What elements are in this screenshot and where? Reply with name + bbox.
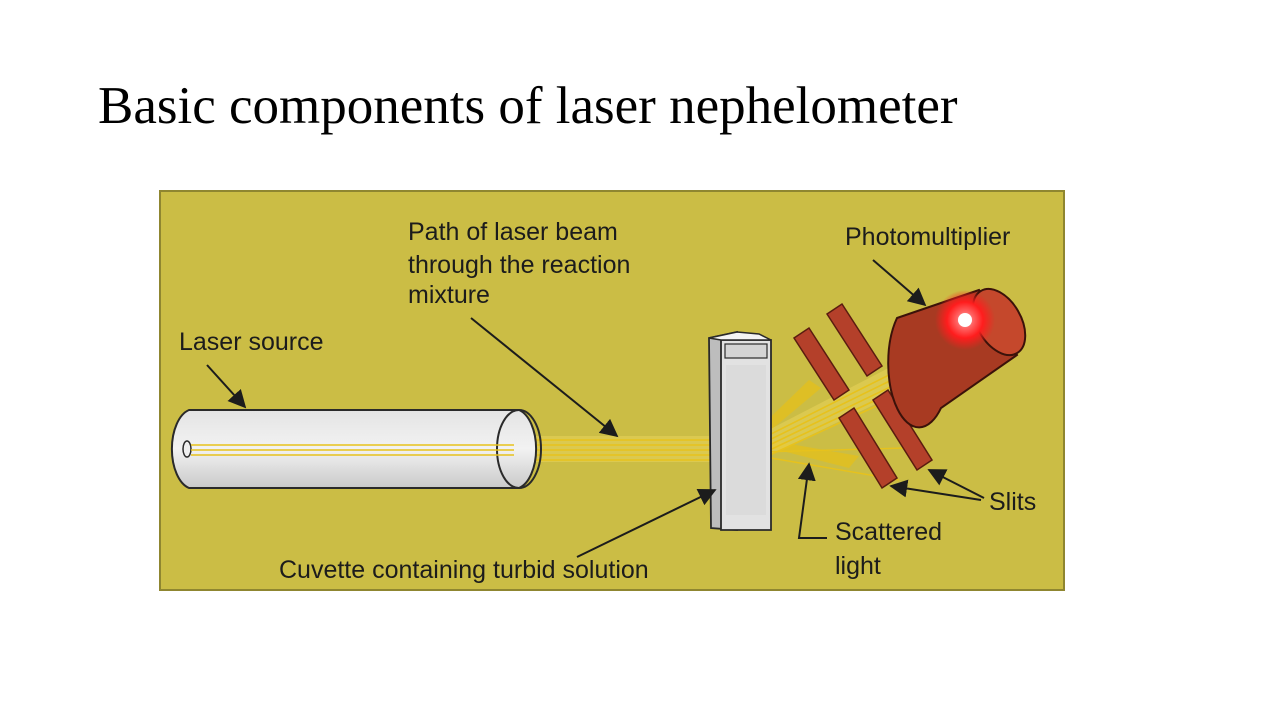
scattered-light-label-line2: light <box>835 552 881 580</box>
nephelometer-diagram: Photomultiplier Path of laser beam throu… <box>159 190 1065 591</box>
beam-path-label-line1: Path of laser beam <box>408 218 618 246</box>
beam-path-label-line3: mixture <box>408 281 490 309</box>
slide-title: Basic components of laser nephelometer <box>98 77 958 135</box>
cuvette-label: Cuvette containing turbid solution <box>279 556 649 584</box>
slits-label: Slits <box>989 488 1036 516</box>
beam-path-label-line2: through the reaction <box>408 251 630 279</box>
laser-source-tube <box>170 409 542 489</box>
slits-arrow-2 <box>927 469 985 499</box>
photomultiplier-label: Photomultiplier <box>845 223 1010 251</box>
scattered-light-arrow <box>797 462 827 539</box>
laser-source-arrow <box>206 364 247 409</box>
label-arrows <box>206 259 985 558</box>
scattered-light-label-line1: Scattered <box>835 518 942 546</box>
cuvette <box>708 330 772 531</box>
laser-source-label: Laser source <box>179 328 324 356</box>
slits <box>792 302 934 490</box>
photomultiplier-arrow <box>872 259 927 307</box>
slits-arrow-1 <box>889 479 982 501</box>
beam-path-arrow <box>470 317 619 438</box>
photomultiplier-detector <box>887 287 1027 429</box>
figure-border <box>159 190 1065 591</box>
nephelometer-figure: Photomultiplier Path of laser beam throu… <box>159 190 1065 591</box>
cuvette-arrow <box>576 488 717 558</box>
